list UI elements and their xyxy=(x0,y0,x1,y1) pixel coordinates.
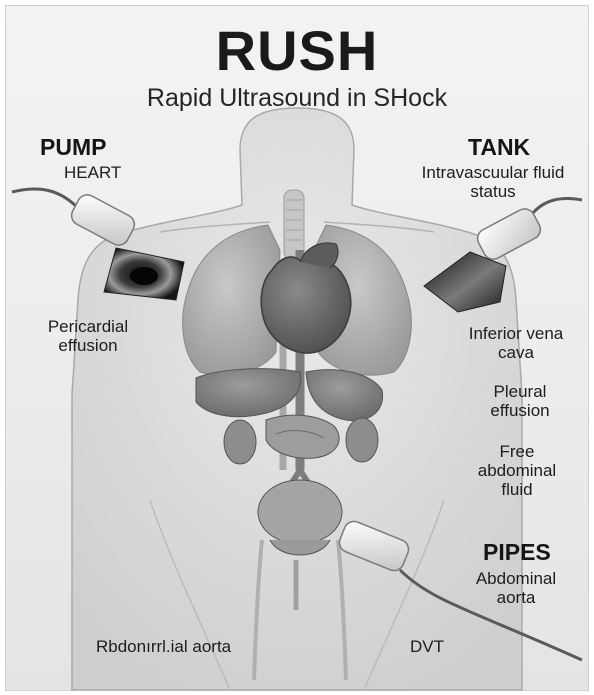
bladder xyxy=(258,480,342,544)
pleural-effusion-label: Pleural effusion xyxy=(480,382,560,420)
ultrasound-probe-left xyxy=(12,189,138,249)
pump-subheading: HEART xyxy=(64,163,121,182)
ultrasound-probe-right xyxy=(474,199,582,263)
page-title: RUSH xyxy=(0,20,594,83)
ivc-label: Inferior vena cava xyxy=(466,324,566,362)
tank-subheading: Intravascuular fluid status xyxy=(413,163,573,201)
dvt-label: DVT xyxy=(410,637,444,656)
pericardial-effusion-label: Pericardial effusion xyxy=(28,317,148,355)
trachea xyxy=(284,190,304,260)
tank-heading: TANK xyxy=(468,135,530,161)
pipes-heading: PIPES xyxy=(483,540,551,566)
pipes-subheading: Abdominal aorta xyxy=(466,569,566,607)
pump-heading: PUMP xyxy=(40,135,106,161)
right-kidney xyxy=(346,418,378,462)
page-subtitle: Rapid Ultrasound in SHock xyxy=(0,84,594,112)
free-abdominal-fluid-label: Free abdominal fluid xyxy=(462,442,572,499)
heart xyxy=(261,257,351,353)
left-kidney xyxy=(224,420,256,464)
abdominal-aorta-bottom-label: Rbdonırrl.ial aorta xyxy=(96,637,231,656)
